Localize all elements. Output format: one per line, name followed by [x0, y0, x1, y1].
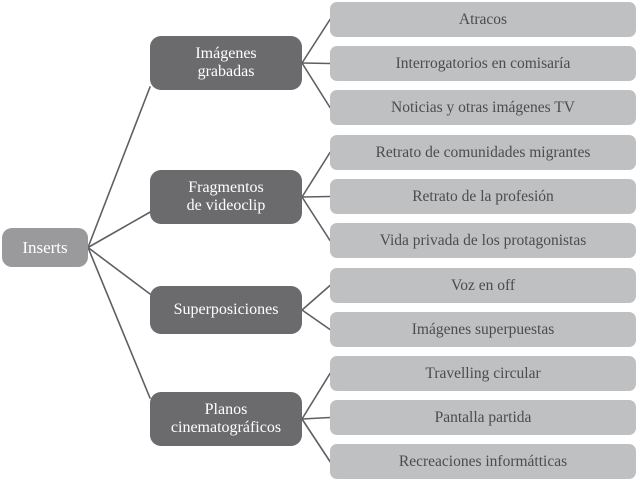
root-node-label: Inserts: [22, 237, 68, 257]
leaf-node-retrato-de-la-profesion[interactable]: Retrato de la profesión: [330, 179, 636, 214]
leaf-node-label: Retrato de comunidades migrantes: [375, 143, 591, 161]
leaf-node-recreaciones-informatticas[interactable]: Recreaciones informátticas: [330, 444, 636, 479]
leaf-node-label: Retrato de la profesión: [412, 187, 554, 205]
leaf-node-pantalla-partida[interactable]: Pantalla partida: [330, 400, 636, 435]
leaf-node-label: Imágenes superpuestas: [411, 320, 555, 338]
leaf-node-label: Pantalla partida: [434, 408, 532, 426]
branch-node-label: Imágenes grabadas: [195, 45, 257, 80]
leaf-node-travelling-circular[interactable]: Travelling circular: [330, 356, 636, 391]
branch-node-label: Superposiciones: [173, 301, 279, 319]
leaf-node-label: Noticias y otras imágenes TV: [391, 98, 575, 116]
leaf-node-label: Voz en off: [451, 276, 515, 294]
branch-node-imagenes-grabadas[interactable]: Imágenes grabadas: [150, 36, 302, 90]
root-node-inserts[interactable]: Inserts: [2, 228, 88, 267]
leaf-node-label: Recreaciones informátticas: [398, 452, 568, 470]
leaf-node-interrogatorios-en-comisaria[interactable]: Interrogatorios en comisaría: [330, 46, 636, 81]
branch-node-superposiciones[interactable]: Superposiciones: [150, 286, 302, 334]
leaf-node-atracos[interactable]: Atracos: [330, 2, 636, 37]
leaf-node-imagenes-superpuestas[interactable]: Imágenes superpuestas: [330, 312, 636, 347]
leaf-node-voz-en-off[interactable]: Voz en off: [330, 268, 636, 303]
branch-node-fragmentos-de-videoclip[interactable]: Fragmentos de videoclip: [150, 170, 302, 224]
leaf-node-retrato-de-comunidades-migrantes[interactable]: Retrato de comunidades migrantes: [330, 135, 636, 170]
leaf-node-label: Travelling circular: [425, 364, 541, 382]
leaf-node-noticias-y-otras-imagenes-tv[interactable]: Noticias y otras imágenes TV: [330, 90, 636, 125]
leaf-node-label: Atracos: [458, 10, 508, 28]
leaf-node-vida-privada-de-los-protagonistas[interactable]: Vida privada de los protagonistas: [330, 223, 636, 258]
branch-node-planos-cinematograficos[interactable]: Planos cinematográficos: [150, 392, 302, 446]
leaf-node-label: Interrogatorios en comisaría: [395, 54, 571, 72]
leaf-node-label: Vida privada de los protagonistas: [379, 231, 587, 249]
branch-node-label: Fragmentos de videoclip: [186, 179, 266, 214]
branch-node-label: Planos cinematográficos: [170, 401, 282, 436]
